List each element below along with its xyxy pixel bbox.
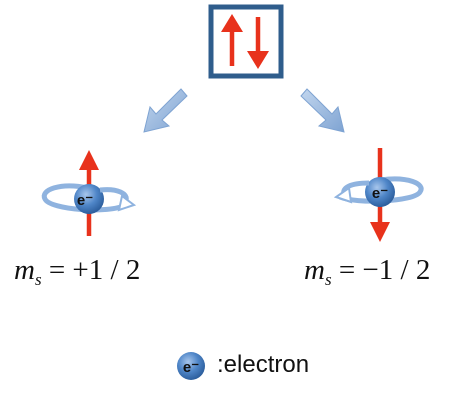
electron-spin-up: e⁻ <box>44 150 134 236</box>
electron-symbol: e⁻ <box>372 185 388 202</box>
pointer-arrow-right <box>301 89 344 132</box>
pointer-arrow-left <box>144 89 187 132</box>
svg-text:e⁻: e⁻ <box>183 359 199 376</box>
ms-plus-half-label: ms = +1 / 2 <box>14 254 140 290</box>
ms-minus-half-label: ms = −1 / 2 <box>304 254 430 290</box>
electron-spin-down: e⁻ <box>336 148 421 242</box>
legend-electron-icon: e⁻ <box>177 352 205 380</box>
electron-pair-box <box>211 7 281 76</box>
electron-symbol: e⁻ <box>77 192 93 209</box>
legend-label: :electron <box>217 351 309 379</box>
